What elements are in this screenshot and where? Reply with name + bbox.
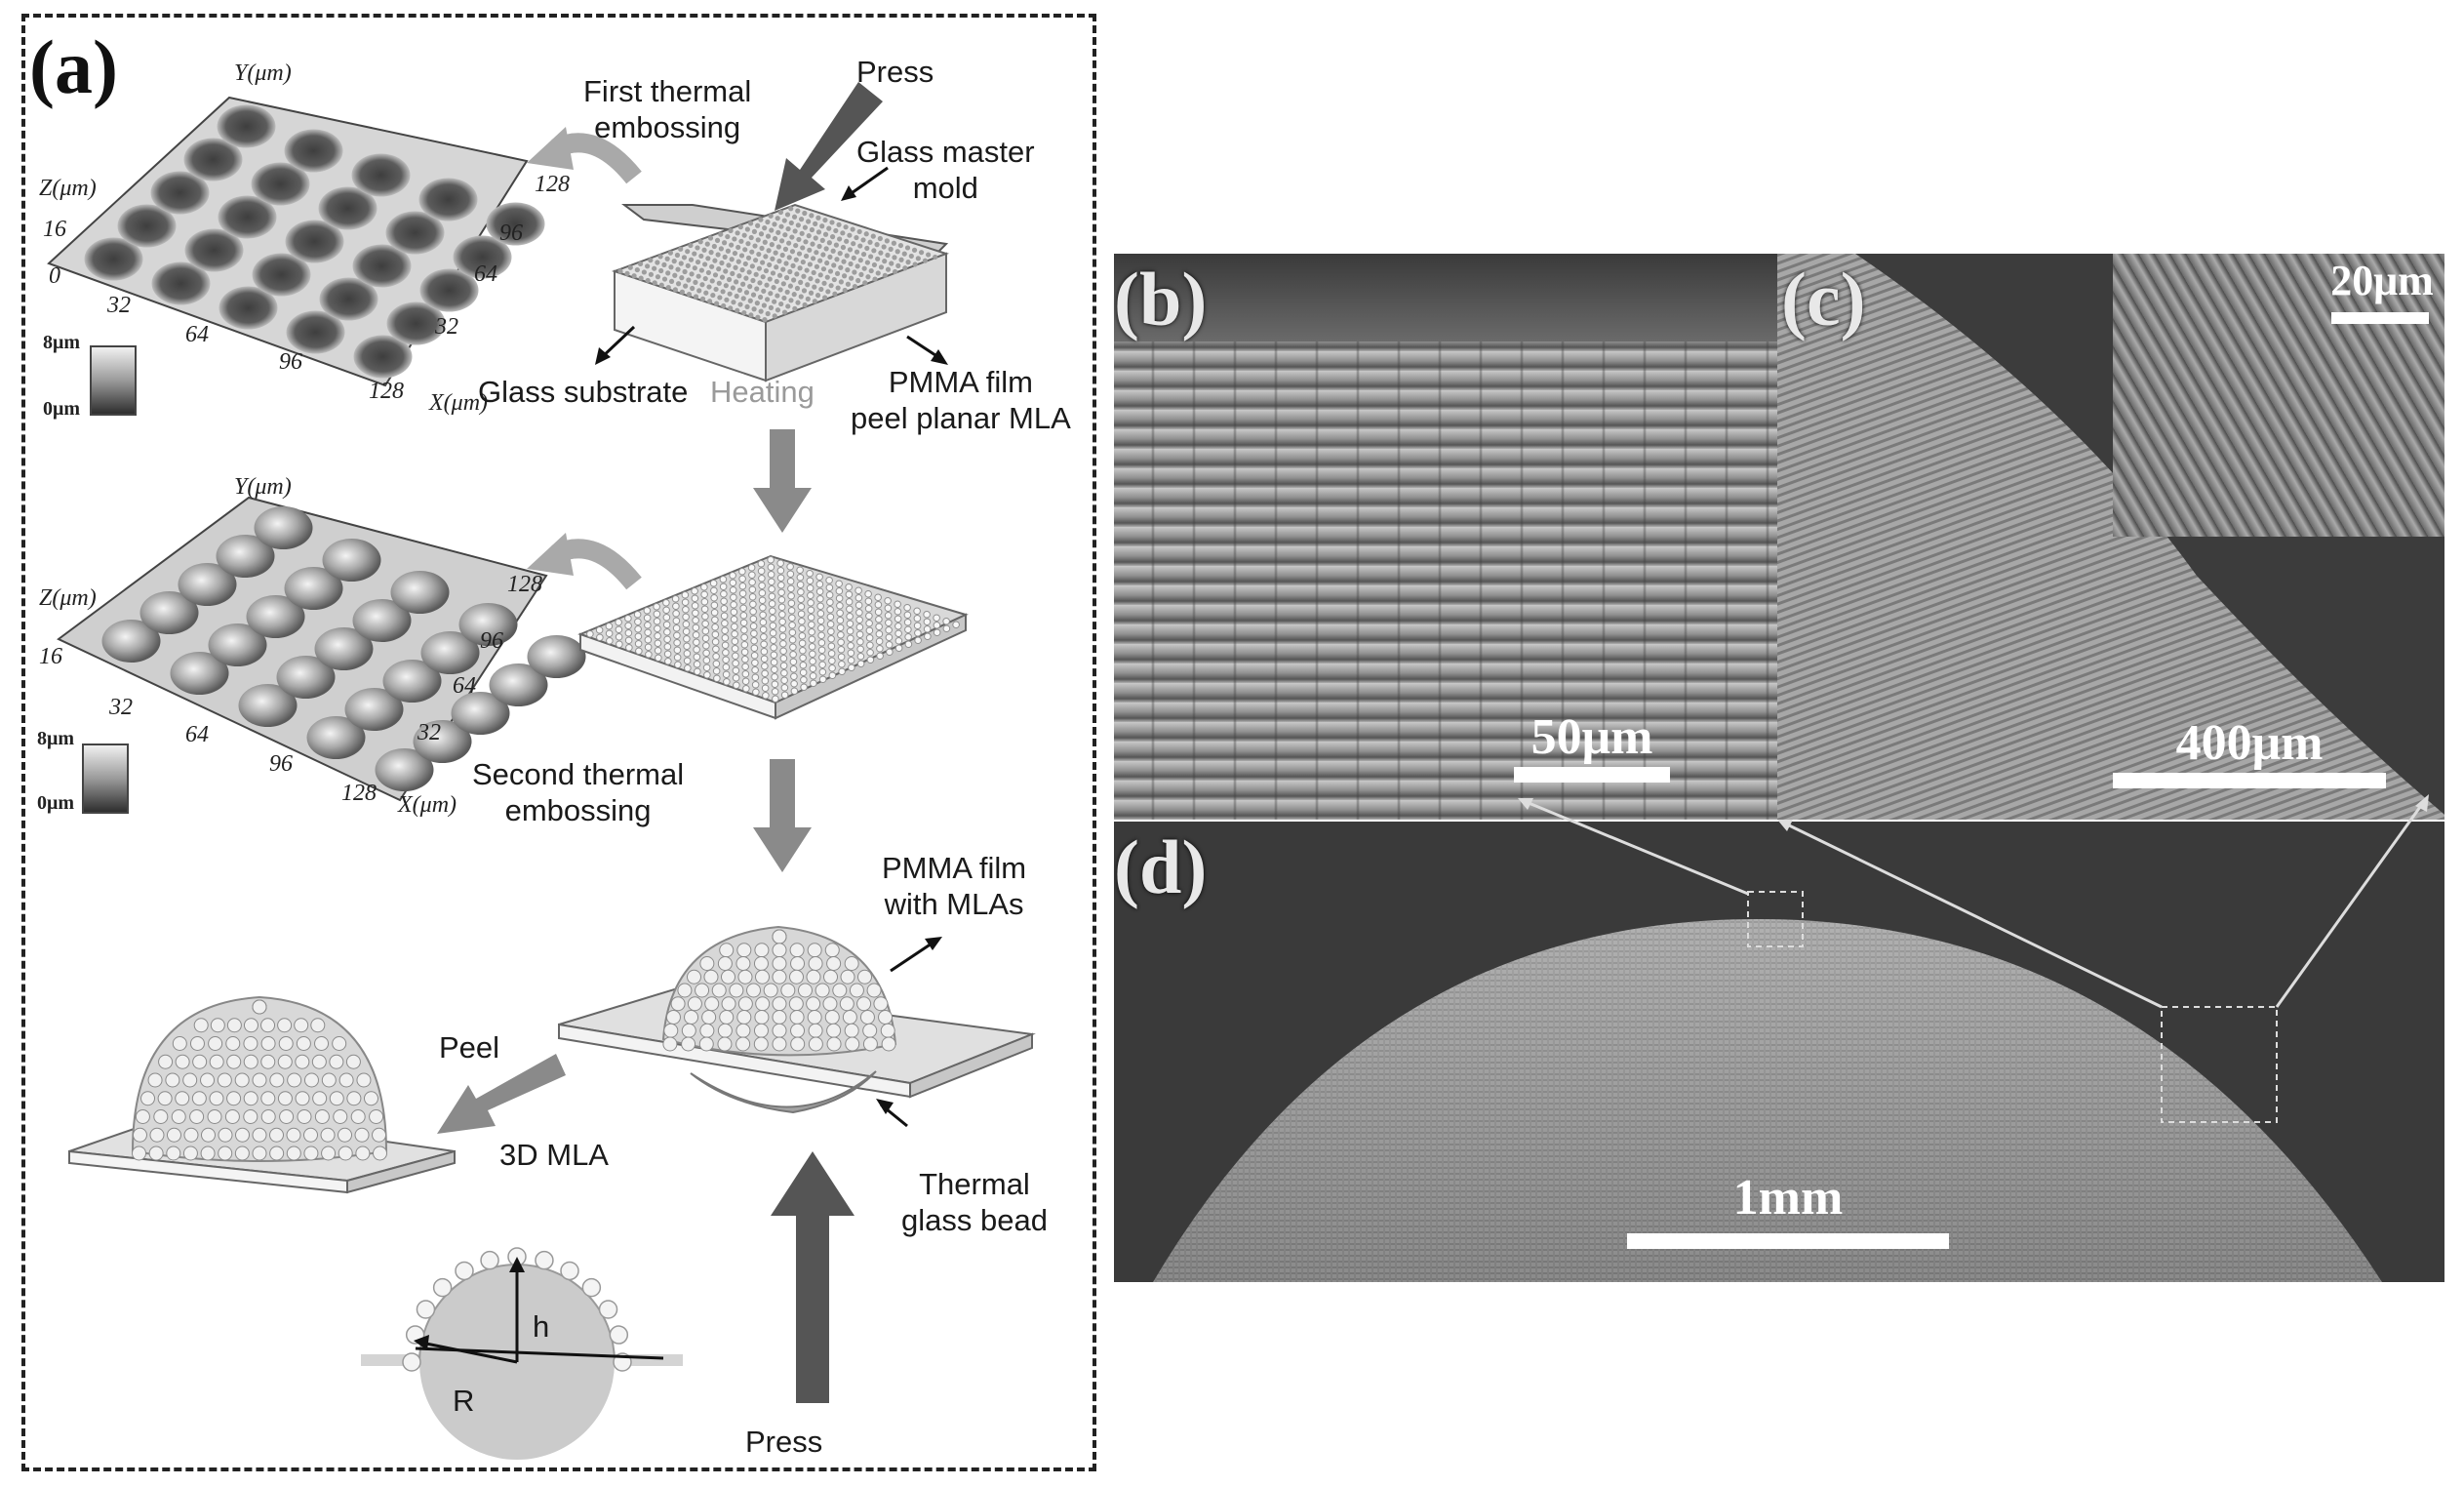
plot2-x-axis-label: X(μm) (398, 792, 457, 818)
curved-arrow-first (527, 127, 642, 184)
label-h: h (533, 1309, 550, 1344)
plot2-z-axis-label: Z(μm) (39, 585, 97, 611)
scale-bar-b (1514, 767, 1670, 783)
plot2-color-legend (82, 744, 129, 814)
mold-stack (595, 166, 950, 382)
label-heating: Heating (710, 375, 815, 409)
peeled-3d-mla (68, 995, 456, 1194)
scale-label-c-inset: 20μm (2330, 257, 2434, 304)
plot2-y-tick-32: 32 (417, 720, 441, 745)
down-arrow-2 (753, 759, 812, 872)
surface-plot-convex (57, 496, 586, 802)
label-peel: Peel (439, 1030, 500, 1065)
plot1-x-tick-128: 128 (369, 379, 404, 404)
peel-arrow (437, 1054, 566, 1134)
scale-label-d: 1mm (1732, 1170, 1844, 1226)
plot1-legend-max: 8μm (43, 332, 80, 353)
plot1-z-axis-label: Z(μm) (39, 176, 97, 201)
plot1-y-axis-label: Y(μm) (234, 60, 292, 86)
plot2-legend-max: 8μm (37, 728, 74, 749)
label-glass-substrate: Glass substrate (478, 375, 689, 409)
label-r: R (453, 1384, 475, 1418)
scale-bar-c-inset (2331, 312, 2429, 324)
cross-section-schematic (361, 1247, 683, 1460)
sem-image-c (1777, 254, 2444, 820)
scale-bar-c (2113, 773, 2386, 788)
curved-arrow-second (527, 533, 642, 590)
plot2-y-axis-label: Y(μm) (234, 474, 292, 500)
sem-image-d (1114, 822, 2444, 1282)
planar-mla-sheet (577, 554, 969, 720)
panel-d-label: (d) (1114, 824, 1208, 909)
plot1-y-tick-128: 128 (535, 172, 570, 197)
plot2-y-tick-96: 96 (480, 628, 503, 654)
panel-a-label: (a) (29, 24, 118, 109)
panel-b-label: (b) (1114, 257, 1208, 342)
plot1-y-tick-96: 96 (499, 221, 523, 246)
scale-label-b: 50μm (1530, 709, 1653, 765)
down-arrow-1 (753, 429, 812, 533)
plot1-x-tick-0: 0 (49, 263, 60, 289)
plot1-color-legend (90, 345, 137, 416)
plot1-x-tick-64: 64 (185, 322, 209, 347)
plot2-legend-min: 0μm (37, 792, 74, 814)
panel-c-label: (c) (1781, 257, 1866, 342)
plot2-x-tick-96: 96 (269, 751, 293, 777)
plot2-z-tick: 16 (39, 644, 62, 669)
sem-image-b (1114, 254, 1777, 820)
label-press-top: Press (856, 55, 934, 89)
plot1-x-axis-label: X(μm) (429, 390, 489, 416)
plot2-y-tick-128: 128 (507, 572, 542, 597)
scale-bar-d (1627, 1233, 1949, 1249)
press-arrow-bottom (771, 1151, 854, 1403)
panel-a-frame (21, 14, 1096, 1471)
label-3d-mla: 3D MLA (499, 1138, 609, 1172)
plot2-x-tick-128: 128 (341, 781, 377, 806)
plot1-z-tick: 16 (43, 217, 66, 242)
plot2-x-tick-64: 64 (185, 722, 209, 747)
surface-plot-concave (47, 96, 545, 387)
scale-label-c: 400μm (2175, 715, 2324, 771)
plot1-y-tick-32: 32 (435, 314, 458, 340)
plot1-x-tick-96: 96 (279, 349, 302, 375)
press-arrow-top (775, 82, 883, 211)
plot1-y-tick-64: 64 (474, 261, 497, 287)
plot2-x-tick-32: 32 (109, 695, 133, 720)
plot1-x-tick-32: 32 (107, 293, 131, 318)
plot2-y-tick-64: 64 (453, 673, 476, 699)
pmma-dome-assembly (558, 925, 1036, 1128)
plot1-legend-min: 0μm (43, 398, 80, 420)
label-press-bottom: Press (745, 1425, 823, 1459)
